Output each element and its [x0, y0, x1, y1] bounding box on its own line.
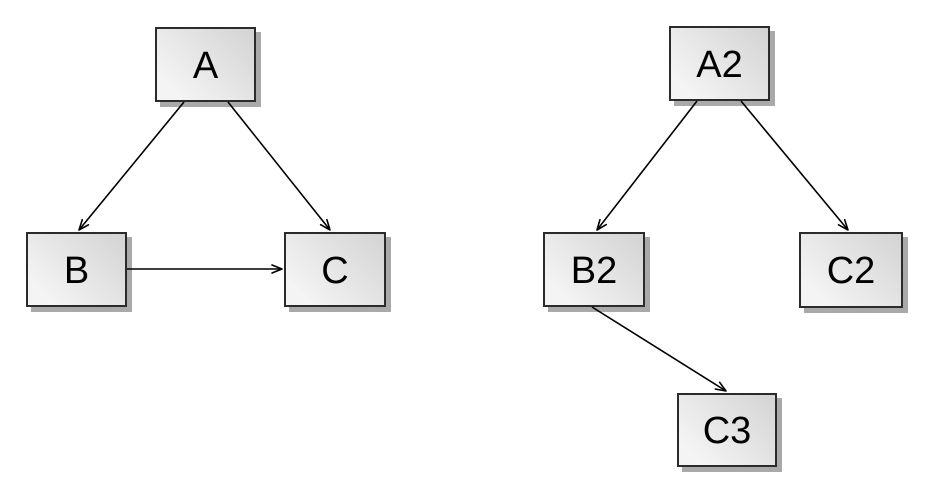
node-A2: A2 [669, 26, 770, 101]
node-C3: C3 [677, 393, 777, 467]
node-label: B [63, 249, 90, 292]
node-label: B2 [570, 249, 618, 292]
node-label: A [192, 44, 219, 87]
edge-A2-to-C2 [740, 100, 849, 231]
node-C: C [284, 232, 386, 307]
edge-A-to-B [78, 101, 185, 231]
edge-A-to-C [227, 101, 331, 231]
edge-B2-to-C3 [591, 306, 727, 392]
node-label: C2 [826, 250, 876, 292]
edge-A2-to-B2 [596, 100, 698, 231]
node-B2: B2 [543, 232, 645, 307]
node-C2: C2 [799, 232, 903, 308]
node-label: C3 [702, 410, 752, 452]
node-B: B [26, 232, 127, 307]
node-A: A [155, 27, 256, 102]
node-label: A2 [696, 43, 743, 86]
node-label: C [321, 249, 349, 292]
